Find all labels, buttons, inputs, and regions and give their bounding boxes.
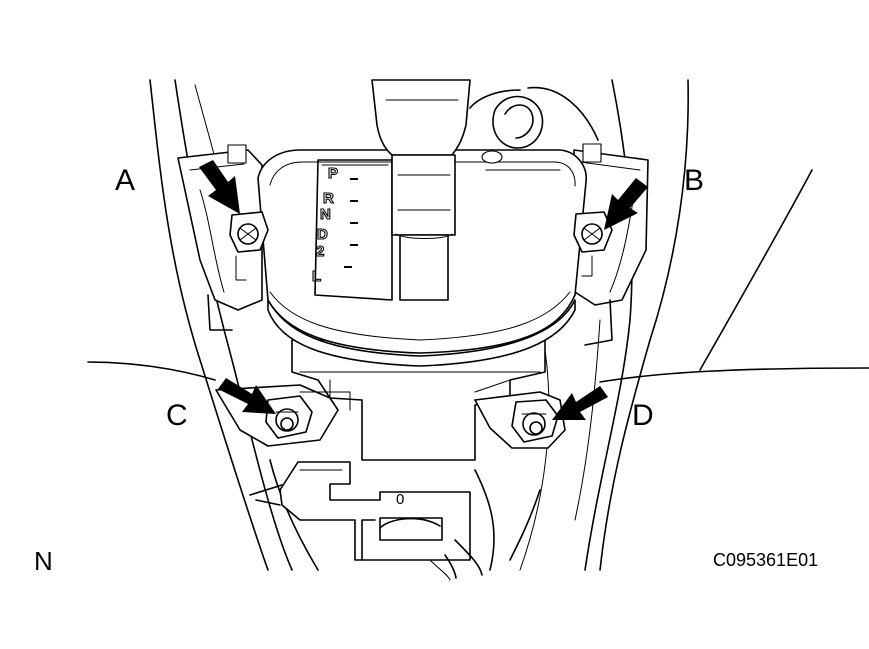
shift-position-p: P bbox=[328, 165, 338, 182]
callout-label-b: B bbox=[684, 164, 704, 197]
bolt-a bbox=[229, 211, 269, 281]
arrow-d bbox=[552, 386, 608, 420]
bolt-b bbox=[573, 211, 613, 277]
shift-position-2: 2 bbox=[316, 243, 324, 260]
shift-position-r: R bbox=[323, 190, 334, 207]
figure-code: C095361E01 bbox=[713, 550, 818, 570]
center-console-right-panel bbox=[509, 79, 869, 571]
arrow-c bbox=[218, 378, 276, 414]
shift-lever bbox=[371, 79, 471, 301]
callout-label-c: C bbox=[166, 399, 188, 432]
shift-position-n: N bbox=[320, 206, 331, 223]
shift-position-d: D bbox=[317, 226, 328, 243]
callout-label-a: A bbox=[115, 164, 135, 197]
arrow-a bbox=[199, 160, 240, 214]
shift-lever-base: 0 bbox=[215, 339, 566, 581]
callout-label-d: D bbox=[632, 399, 654, 432]
corner-mark: N bbox=[34, 546, 53, 576]
boss-mark: 0 bbox=[396, 491, 404, 508]
nut-c bbox=[265, 395, 313, 439]
arrow-b bbox=[604, 178, 648, 230]
shift-position-l: L bbox=[312, 268, 321, 285]
body-edge-line bbox=[87, 361, 216, 381]
nut-d bbox=[511, 399, 559, 443]
